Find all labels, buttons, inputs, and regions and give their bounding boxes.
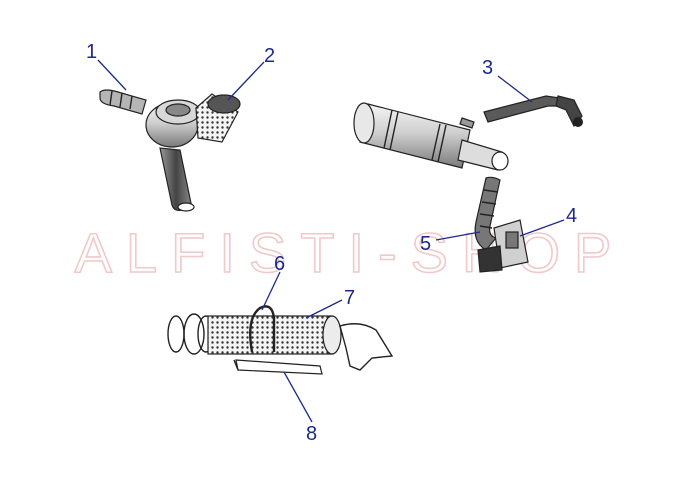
air-box-part-4 <box>477 219 529 273</box>
filter-element-part-7 <box>207 315 333 355</box>
callout-1: 1 <box>86 41 97 63</box>
silencer-body <box>359 103 471 169</box>
leader-5 <box>435 231 481 241</box>
down-pipe <box>159 147 193 212</box>
watermark-text: ALFISTI-SHOP <box>75 221 626 284</box>
hand <box>339 323 394 371</box>
leader-7 <box>305 299 343 319</box>
seal-ring <box>167 315 185 353</box>
silencer-assembly <box>353 95 583 273</box>
leader-1 <box>97 59 127 91</box>
leader-3 <box>497 75 533 103</box>
callout-5: 5 <box>420 233 431 255</box>
bracket-part-8 <box>235 359 323 375</box>
breather-pipe-part-3 <box>483 95 563 123</box>
callout-8: 8 <box>306 423 317 445</box>
pipe-end <box>177 202 195 212</box>
leader-2 <box>227 61 265 101</box>
leader-6 <box>261 271 281 311</box>
callout-4: 4 <box>566 205 577 227</box>
leader-lines <box>97 59 565 423</box>
callout-7: 7 <box>344 287 355 309</box>
callout-3: 3 <box>482 57 493 79</box>
leader-8 <box>283 371 313 423</box>
leader-4 <box>519 219 565 237</box>
rubber-hose-part-1 <box>99 89 147 115</box>
mesh-filter-part-2 <box>195 93 241 143</box>
callout-6: 6 <box>274 253 285 275</box>
cylindrical-filter-assembly <box>167 305 394 375</box>
callout-2: 2 <box>264 45 275 67</box>
wire-clamp-part-6 <box>249 305 276 353</box>
corrugated-hose-part-5 <box>474 176 501 251</box>
callouts: 1 2 3 4 5 6 7 8 <box>86 41 577 445</box>
filter-head-assembly <box>99 89 241 212</box>
